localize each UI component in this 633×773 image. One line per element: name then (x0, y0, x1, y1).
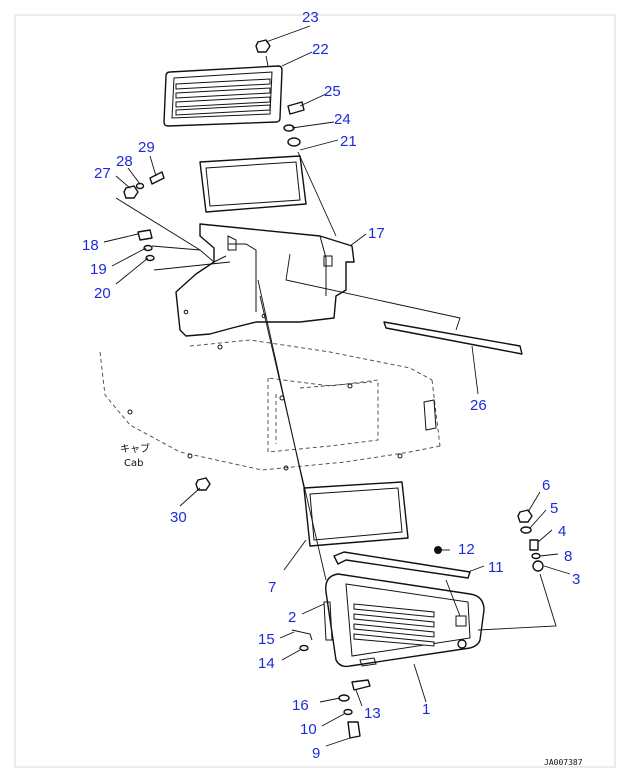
callout-17: 17 (368, 225, 385, 242)
part-upper-filter (199, 155, 307, 213)
callout-28: 28 (116, 153, 133, 170)
callout-8: 8 (564, 548, 572, 565)
part-lower-strip (333, 551, 471, 579)
callout-25: 25 (324, 83, 341, 100)
callout-12: 12 (458, 541, 475, 558)
part-lower-filter (303, 481, 409, 547)
callout-27: 27 (94, 165, 111, 182)
callout-29: 29 (138, 139, 155, 156)
callout-13: 13 (364, 705, 381, 722)
part-seal-strip (383, 321, 523, 355)
assembly-lines (115, 55, 557, 631)
callout-5: 5 (550, 500, 558, 517)
callout-24: 24 (334, 111, 351, 128)
diagram-frame (14, 14, 616, 768)
callout-4: 4 (558, 523, 566, 540)
leader-lines (103, 25, 571, 747)
callouts: 23 22 25 24 21 29 28 27 17 18 19 20 26 3… (82, 9, 580, 762)
callout-14: 14 (258, 655, 275, 672)
callout-21: 21 (340, 133, 357, 150)
cab-outline (99, 339, 441, 471)
callout-26: 26 (470, 397, 487, 414)
part-upper-grille (163, 65, 283, 127)
callout-19: 19 (90, 261, 107, 278)
callout-20: 20 (94, 285, 111, 302)
callout-15: 15 (258, 631, 275, 648)
callout-11: 11 (488, 559, 504, 576)
callout-6: 6 (542, 477, 550, 494)
callout-16: 16 (292, 697, 309, 714)
hardware (123, 39, 544, 739)
reference-code: JA007387 (544, 758, 583, 767)
callout-10: 10 (300, 721, 317, 738)
cab-label-jp: キャブ (120, 442, 150, 455)
callout-18: 18 (82, 237, 99, 254)
callout-22: 22 (312, 41, 329, 58)
callout-30: 30 (170, 509, 187, 526)
callout-23: 23 (302, 9, 319, 26)
callout-1: 1 (422, 701, 430, 718)
callout-2: 2 (288, 609, 296, 626)
callout-3: 3 (572, 571, 580, 588)
part-lower-cover (323, 573, 485, 668)
callout-7: 7 (268, 579, 276, 596)
cab-label-en: Cab (124, 458, 143, 469)
callout-9: 9 (312, 745, 320, 762)
